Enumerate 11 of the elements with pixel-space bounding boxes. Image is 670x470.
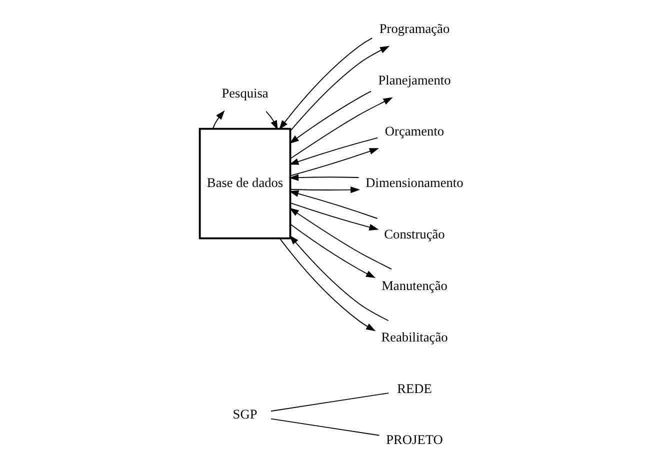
node-text: Construção xyxy=(384,226,445,242)
node-text: SGP xyxy=(232,406,258,422)
node-text: Planejamento xyxy=(378,72,451,88)
node-text: Reabilitação xyxy=(381,329,448,344)
node-text: Programação xyxy=(379,20,450,36)
node-text: Dimensionamento xyxy=(366,175,464,190)
node-text: Orçamento xyxy=(384,124,444,139)
node-text: REDE xyxy=(397,380,432,396)
node-text: Pesquisa xyxy=(222,86,268,101)
node-text: Manutenção xyxy=(382,278,448,293)
node-text: PROJETO xyxy=(386,432,443,448)
